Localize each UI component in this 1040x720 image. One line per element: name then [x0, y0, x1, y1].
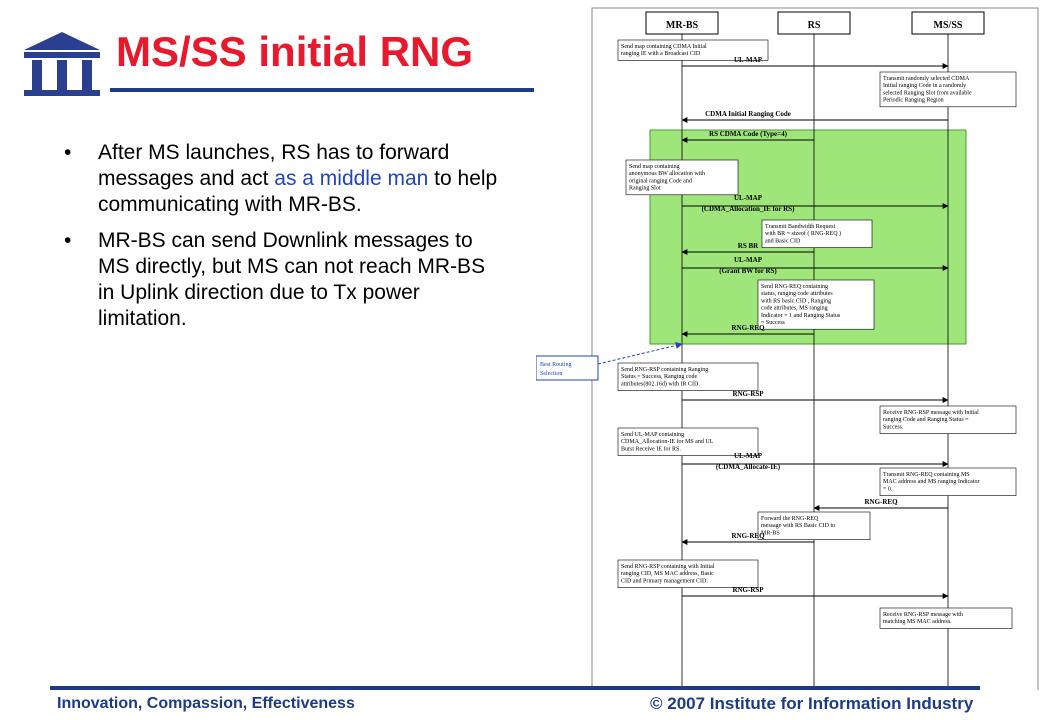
- note-line: Indicator = 1 and Ranging Status: [761, 313, 841, 319]
- title-underline: [110, 88, 534, 92]
- note-line: CDMA_Allocation-IE for MS and UL: [621, 438, 714, 445]
- note-box: [617, 427, 759, 456]
- message-label: UL-MAP: [734, 256, 763, 264]
- message-label: UL-MAP: [734, 452, 763, 460]
- note-box: [879, 405, 1017, 434]
- note-line: Periodic Ranging Region: [883, 98, 944, 104]
- note-box: [757, 279, 875, 330]
- note-line: status, ranging code attributes: [761, 291, 833, 297]
- note-box: [761, 219, 873, 248]
- note-line: MAC address and MS ranging Indicator: [883, 479, 979, 485]
- message-label: CDMA Initial Ranging Code: [705, 110, 791, 118]
- message-label: RNG-RSP: [732, 586, 764, 594]
- note-box: [879, 607, 1013, 629]
- footer-rule: [50, 686, 980, 690]
- bullet-list: After MS launches, RS has to forward mes…: [60, 140, 500, 342]
- message-label: RS BR: [738, 242, 759, 250]
- note-line: Send RNG-REQ containing: [761, 284, 828, 290]
- side-note-line: Best Routing: [540, 362, 572, 368]
- footer: Innovation, Compassion, Effectiveness © …: [0, 686, 1040, 720]
- note-line: Send map containing CDMA Initial: [621, 44, 707, 50]
- note-line: CID and Primary management CID.: [621, 578, 708, 584]
- bullet-highlight: as a middle man: [274, 167, 429, 190]
- note-box: [617, 559, 759, 588]
- note-line: Send UL-MAP containing: [621, 432, 684, 438]
- note-line: Receive RNG-RSP message with: [883, 612, 963, 618]
- note-line: original ranging Code and: [629, 178, 692, 184]
- bullet-text-end: to help communicating with MR-BS.: [98, 167, 498, 216]
- note-line: selected Ranging Slot from available: [883, 89, 972, 96]
- side-note-box: [536, 355, 599, 381]
- note-box: [879, 71, 1017, 108]
- note-line: Send RNG-RSP containing Ranging: [621, 367, 708, 373]
- diagram-frame: [591, 7, 1039, 690]
- message-label: (Grant BW for RS): [719, 267, 777, 275]
- note-line: ranging CID, MS MAC address, Basic: [621, 571, 714, 577]
- note-line: = 0.: [883, 486, 893, 492]
- note-line: Transmit RNG-REQ containing MS: [883, 472, 970, 478]
- note-box: [757, 511, 871, 540]
- note-box: [617, 39, 769, 61]
- side-note-connector: [597, 342, 683, 365]
- note-line: anonymous BW allocation with: [629, 171, 705, 177]
- note-line: = Success: [761, 320, 786, 326]
- message-label: RNG-REQ: [731, 532, 765, 540]
- note-line: Send map containing: [629, 164, 680, 170]
- note-line: Send RNG-RSP containing with Initial: [621, 564, 715, 570]
- note-line: Ranging Slot: [629, 186, 661, 192]
- note-line: ranging Code and Ranging Status =: [883, 417, 969, 423]
- note-line: code attributes, MS ranging: [761, 306, 828, 312]
- note-line: Transmit Bandwidth Request: [765, 224, 835, 230]
- note-box: [879, 467, 1017, 496]
- lane-label: RS: [808, 20, 821, 31]
- bullet-item: MR-BS can send Downlink messages to MS d…: [60, 228, 500, 332]
- note-line: Forward the RNG-REQ: [761, 516, 819, 522]
- sequence-diagram: MR-BS RS MS/SS Send map containing CDMA In…: [536, 7, 1039, 690]
- note-box: [617, 362, 759, 391]
- note-line: Transmit randomly selected CDMA: [883, 76, 970, 82]
- message-label: RNG-REQ: [864, 498, 898, 506]
- note-line: ranging IE with a Broadcast CID: [621, 51, 701, 57]
- side-note-line: Selection: [540, 371, 562, 377]
- footer-copyright: © 2007 Institute for Information Industr…: [650, 694, 974, 713]
- note-line: with BR = sizeof ( RNG-REQ ): [765, 230, 841, 237]
- message-label: RNG-RSP: [732, 390, 764, 398]
- bullet-text: MR-BS can send Downlink messages to MS d…: [98, 229, 486, 330]
- message-label: UL-MAP: [734, 56, 763, 64]
- lane-label: MR-BS: [666, 20, 699, 31]
- message-label: RS CDMA Code (Type=4): [709, 130, 788, 138]
- note-box: [625, 159, 739, 196]
- slide-title: MS/SS initial RNG: [116, 28, 474, 75]
- message-label: (CDMA_Allocate-IE): [716, 463, 781, 471]
- note-line: MR-BS: [761, 530, 780, 536]
- note-line: Initial ranging Code in a randomly: [883, 83, 966, 89]
- message-label: UL-MAP: [734, 194, 763, 202]
- note-line: attributes(802.16d) with IR CID.: [621, 380, 700, 387]
- institute-logo: [24, 32, 100, 96]
- note-line: Receive RNG-RSP message with Initial: [883, 410, 979, 416]
- message-label: (CDMA_Allocation_IE for RS): [702, 205, 795, 213]
- note-line: Status = Success, Ranging code: [621, 374, 698, 380]
- footer-slogan: Innovation, Compassion, Effectiveness: [57, 695, 355, 712]
- note-line: Success.: [883, 424, 904, 430]
- bullet-item: After MS launches, RS has to forward mes…: [60, 140, 500, 218]
- note-line: matching MS MAC address.: [883, 619, 952, 625]
- lane-label: MS/SS: [934, 20, 963, 31]
- bullet-text: After MS launches, RS has to forward mes…: [98, 141, 450, 190]
- message-label: RNG-REQ: [731, 324, 765, 332]
- note-line: message with RS Basic CID to: [761, 523, 835, 529]
- note-line: and Basic CID: [765, 238, 801, 244]
- note-line: with RS basic CID , Ranging: [761, 298, 831, 304]
- note-line: Burst Receive IE for RS.: [621, 445, 681, 452]
